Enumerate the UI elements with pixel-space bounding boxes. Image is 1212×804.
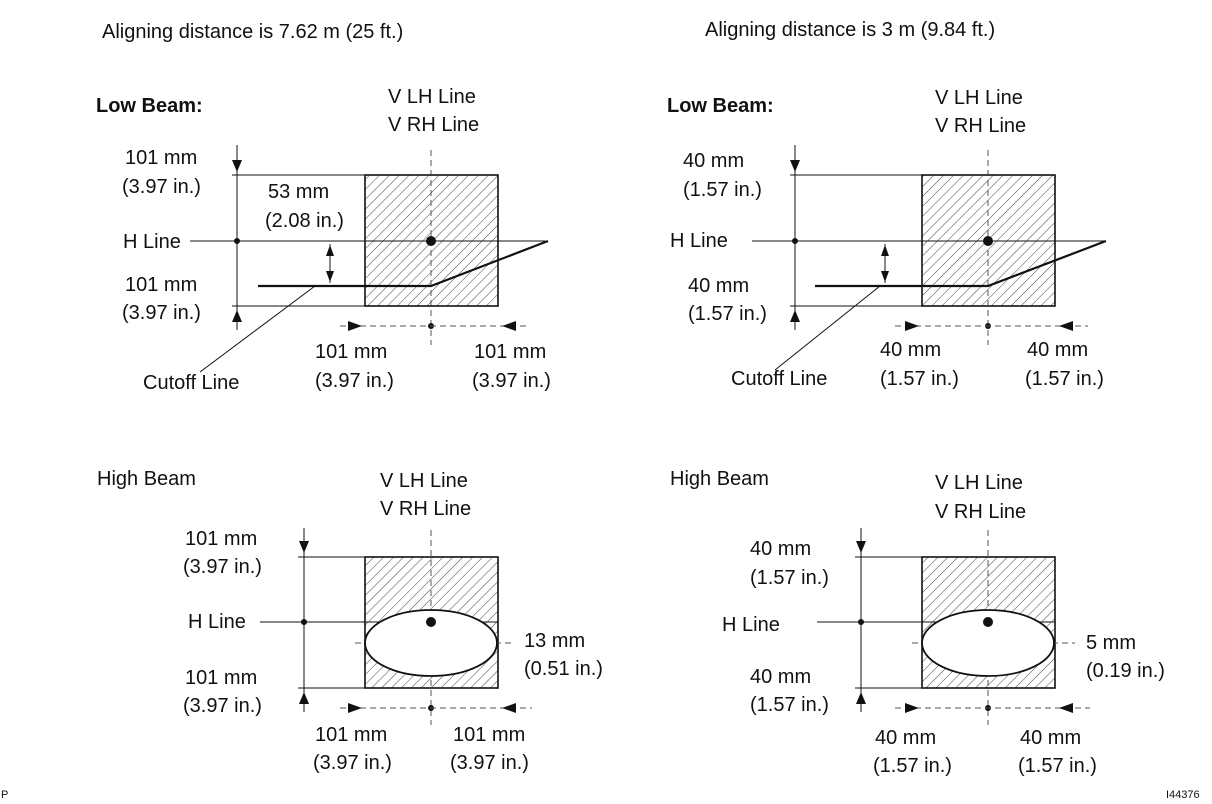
bottom-dimension-in: (1.57 in.) [750,694,829,716]
top-dimension-mm: 40 mm [683,150,744,172]
aim-point-dot [426,236,436,246]
heading-right: Aligning distance is 3 m (9.84 ft.) [705,19,995,41]
h-line-label: H Line [123,231,181,253]
v-lh-line-label: V LH Line [380,470,468,492]
right-dimension-in: (1.57 in.) [1025,368,1104,390]
bottom-dimension-mm: 101 mm [185,667,257,689]
panel-title: Low Beam: [96,95,203,117]
left-dimension-mm: 40 mm [875,727,936,749]
right-dimension-in: (1.57 in.) [1018,755,1097,777]
left-dimension-in: (1.57 in.) [873,755,952,777]
arrow-down-icon [232,160,242,172]
panel-low-beam-right: Low Beam: V LH Line V RH Line 40 mm (1.5… [667,87,1107,390]
figure-id: I44376 [1166,789,1200,801]
h-line-label: H Line [670,230,728,252]
arrow-right-icon [905,321,919,331]
panel-high-beam-left: High Beam V LH Line V RH Line 101 mm (3.… [97,468,603,774]
arrow-up-icon [299,692,309,704]
arrow-up-icon [326,245,334,256]
top-dimension-in: (3.97 in.) [122,176,201,198]
arrow-right-icon [348,321,362,331]
top-dimension-mm: 40 mm [750,538,811,560]
v-lh-line-label: V LH Line [935,472,1023,494]
v-rh-line-label: V RH Line [935,115,1026,137]
arrow-left-icon [1059,321,1073,331]
panel-title: High Beam [670,468,769,490]
offset-dimension-mm: 13 mm [524,630,585,652]
high-beam-hotspot-ellipse [364,609,498,677]
arrow-left-icon [502,703,516,713]
v-lh-line-label: V LH Line [935,87,1023,109]
panel-low-beam-left: Low Beam: V LH Line V RH Line 101 mm (3.… [96,86,551,394]
h-line-label: H Line [188,611,246,633]
top-dimension-mm: 101 mm [125,147,197,169]
bottom-dimension-in: (1.57 in.) [688,303,767,325]
arrow-up-icon [232,310,242,322]
arrow-up-icon [856,692,866,704]
arrow-down-icon [299,541,309,553]
offset-dimension-in: (0.51 in.) [524,658,603,680]
arrow-right-icon [348,703,362,713]
v-rh-line-label: V RH Line [388,114,479,136]
cutoff-line [815,239,1107,288]
right-dimension-mm: 101 mm [474,341,546,363]
cutoff-leader [774,285,881,371]
arrow-right-icon [905,703,919,713]
left-dimension-mm: 101 mm [315,724,387,746]
arrow-left-icon [1059,703,1073,713]
footer-left-mark: P [1,789,8,801]
v-rh-line-label: V RH Line [935,501,1026,523]
top-dimension-in: (3.97 in.) [183,556,262,578]
cutoff-line-label: Cutoff Line [731,368,827,390]
cutoff-leader [199,285,316,373]
offset-dimension-mm: 5 mm [1086,632,1136,654]
arrow-down-icon [856,541,866,553]
right-dimension-mm: 40 mm [1020,727,1081,749]
right-dimension-in: (3.97 in.) [472,370,551,392]
aim-point-dot [426,617,436,627]
top-dimension-in: (1.57 in.) [750,567,829,589]
offset-dimension-in: (0.19 in.) [1086,660,1165,682]
left-dimension-in: (3.97 in.) [313,752,392,774]
heading-left: Aligning distance is 7.62 m (25 ft.) [102,21,403,43]
right-dimension-mm: 101 mm [453,724,525,746]
v-lh-line-label: V LH Line [388,86,476,108]
cutoff-line-label: Cutoff Line [143,372,239,394]
high-beam-hotspot-ellipse [921,609,1055,677]
drop-dimension-in: (2.08 in.) [265,210,344,232]
aim-point-dot [983,236,993,246]
panel-title: High Beam [97,468,196,490]
panel-high-beam-right: High Beam V LH Line V RH Line 40 mm (1.5… [670,468,1165,777]
left-dimension-in: (3.97 in.) [315,370,394,392]
arrow-down-icon [326,271,334,282]
drop-dimension-mm: 53 mm [268,181,329,203]
left-dimension-mm: 40 mm [880,339,941,361]
arrow-up-icon [790,310,800,322]
arrow-down-icon [881,271,889,282]
left-dimension-in: (1.57 in.) [880,368,959,390]
panel-title: Low Beam: [667,95,774,117]
arrow-down-icon [790,160,800,172]
top-dimension-mm: 101 mm [185,528,257,550]
arrow-up-icon [881,245,889,256]
bottom-dimension-mm: 40 mm [750,666,811,688]
bottom-dimension-in: (3.97 in.) [183,695,262,717]
left-dimension-mm: 101 mm [315,341,387,363]
h-line-label: H Line [722,614,780,636]
right-dimension-in: (3.97 in.) [450,752,529,774]
bottom-dimension-in: (3.97 in.) [122,302,201,324]
aim-point-dot [983,617,993,627]
v-rh-line-label: V RH Line [380,498,471,520]
top-dimension-in: (1.57 in.) [683,179,762,201]
right-dimension-mm: 40 mm [1027,339,1088,361]
cutoff-line [258,239,549,288]
bottom-dimension-mm: 40 mm [688,275,749,297]
arrow-left-icon [502,321,516,331]
bottom-dimension-mm: 101 mm [125,274,197,296]
